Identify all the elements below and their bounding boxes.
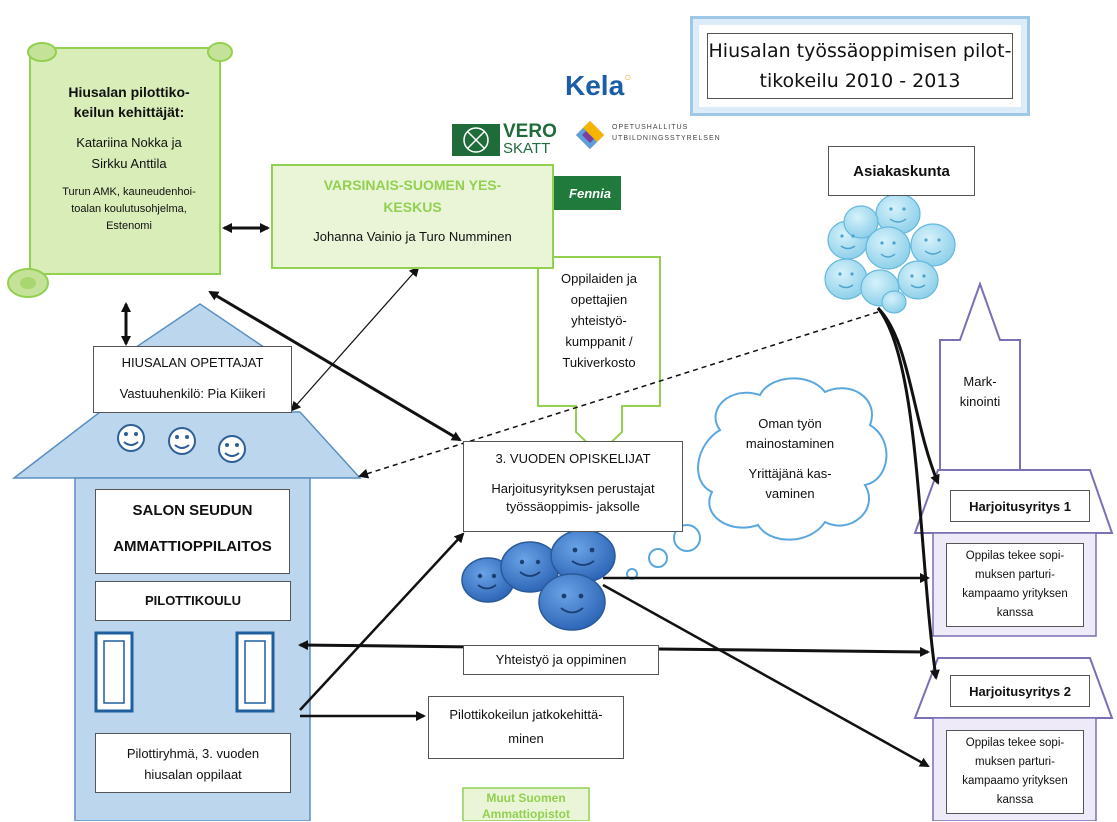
cooperation-box: Yhteistyö ja oppiminen [463, 645, 659, 675]
developers-heading-2: keilun kehittäjät: [73, 104, 185, 120]
pilot-group-box: Pilottiryhmä, 3. vuoden hiusalan oppilaa… [95, 733, 291, 793]
scroll-shape [7, 42, 233, 298]
pilot-school-box: PILOTTIKOULU [95, 581, 291, 621]
title-frame: Hiusalan työssäoppimisen pilot- tikokeil… [690, 16, 1030, 116]
students-desc-2: työssäoppimis- jaksolle [506, 499, 640, 514]
continuation-2: minen [508, 731, 544, 746]
oph-logo [576, 121, 604, 149]
student-faces [461, 529, 616, 631]
clients-label-box: Asiakaskunta [828, 146, 975, 196]
page-title: Hiusalan työssäoppimisen pilot- tikokeil… [707, 33, 1013, 99]
client-faces [824, 193, 956, 314]
continuation-box: Pilottikokeilun jatkokehittä- minen [428, 696, 624, 759]
students-desc-1: Harjoitusyrityksen perustajat [491, 481, 655, 496]
company2-name: Harjoitusyritys 2 [969, 683, 1071, 699]
students-box: 3. VUODEN OPISKELIJAT Harjoitusyrityksen… [463, 441, 683, 532]
kela-logo: Kela○ [565, 70, 632, 101]
smiley-icon [117, 424, 246, 463]
school-name-2: AMMATTIOPPILAITOS [113, 538, 272, 555]
school-name-1: SALON SEUDUN [132, 502, 253, 519]
continuation-1: Pilottikokeilun jatkokehittä- [449, 707, 603, 722]
yes-center-people: Johanna Vainio ja Turo Numminen [313, 229, 512, 244]
developers-names-1: Katariina Nokka ja [76, 135, 182, 150]
vero-logo [452, 124, 500, 156]
teachers-responsible: Vastuuhenkilö: Pia Kiikeri [119, 386, 266, 401]
pilot-school-label: PILOTTIKOULU [144, 593, 242, 608]
thought-cloud [626, 377, 888, 580]
fennia-logo: Fennia [545, 176, 621, 210]
clients-label: Asiakaskunta [853, 162, 950, 180]
company1-name: Harjoitusyritys 1 [969, 498, 1071, 514]
cooperation-label: Yhteistyö ja oppiminen [495, 652, 627, 667]
developers-heading-1: Hiusalan pilottiko- [68, 84, 190, 100]
window-left [94, 631, 134, 713]
developers-org-2: toalan koulutusohjelma, [71, 203, 187, 215]
other-schools-text: Muut Suomen Ammattiopistot [482, 791, 570, 821]
developers-org-3: Estenomi [106, 220, 152, 232]
developers-names-2: Sirkku Anttila [91, 156, 167, 171]
partners-text: Oppilaiden ja opettajien yhteistyö- kump… [561, 271, 637, 370]
school-name-box: SALON SEUDUN AMMATTIOPPILAITOS [95, 489, 290, 574]
teachers-title: HIUSALAN OPETTAJAT [121, 355, 264, 370]
vero-text: VERO [503, 121, 557, 142]
yes-center-title-2: KESKUS [383, 199, 442, 215]
skatt-text: SKATT [503, 140, 551, 157]
oph-text-fi: OPETUSHALLITUS [612, 124, 689, 131]
marketing-text: Mark- kinointi [959, 374, 1001, 409]
yes-center-box: VARSINAIS-SUOMEN YES- KESKUS Johanna Vai… [271, 164, 554, 269]
yes-center-title-1: VARSINAIS-SUOMEN YES- [323, 177, 502, 193]
students-title: 3. VUODEN OPISKELIJAT [495, 451, 651, 466]
developers-panel: Hiusalan pilottiko- keilun kehittäjät: K… [40, 82, 218, 235]
company1-name-box: Harjoitusyritys 1 [950, 490, 1090, 522]
pilot-group-1: Pilottiryhmä, 3. vuoden [126, 746, 260, 761]
oph-text-sv: UTBILDNINGSSTYRELSEN [612, 135, 721, 142]
teachers-box: HIUSALAN OPETTAJAT Vastuuhenkilö: Pia Ki… [93, 346, 292, 413]
window-right [235, 631, 275, 713]
company1-desc-box: Oppilas tekee sopi- muksen parturi- kamp… [946, 543, 1084, 627]
developers-org-1: Turun AMK, kauneudenhoi- [62, 186, 196, 198]
other-schools-bar [462, 787, 590, 821]
thought-text: Oman työn mainostaminen Yrittäjänä kas- … [745, 416, 835, 501]
pilot-group-2: hiusalan oppilaat [144, 767, 242, 782]
company2-name-box: Harjoitusyritys 2 [950, 675, 1090, 707]
company2-desc-box: Oppilas tekee sopi- muksen parturi- kamp… [946, 730, 1084, 814]
